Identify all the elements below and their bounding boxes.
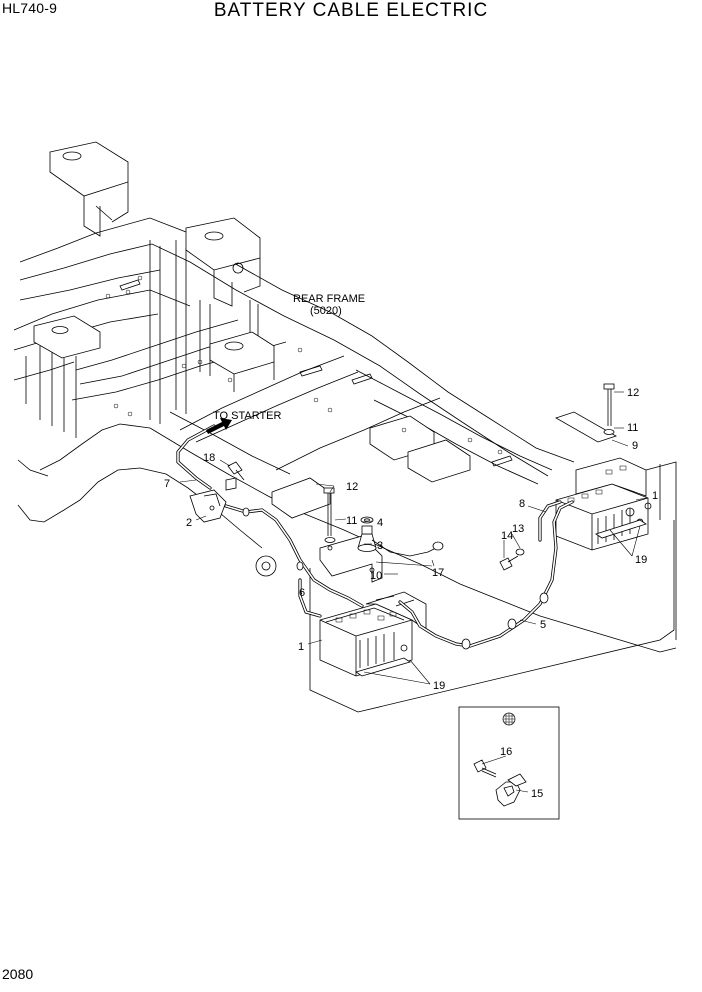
bracket-2 bbox=[189, 477, 237, 523]
callout-14: 14 bbox=[501, 530, 513, 542]
to-starter-label: TO STARTER bbox=[213, 410, 282, 422]
callout-3: 3 bbox=[377, 540, 383, 552]
callout-1-left: 1 bbox=[298, 641, 304, 653]
callout-16: 16 bbox=[500, 746, 512, 758]
callout-9: 9 bbox=[632, 440, 638, 452]
page-title: BATTERY CABLE ELECTRIC bbox=[213, 0, 489, 21]
to-starter-arrow bbox=[206, 418, 232, 434]
detail-inset bbox=[458, 706, 560, 820]
callout-8: 8 bbox=[519, 498, 525, 510]
callout-6: 6 bbox=[299, 587, 305, 599]
rear-frame bbox=[13, 141, 677, 713]
callout-11-right: 11 bbox=[627, 422, 638, 434]
rear-frame-ref-label: (5020) bbox=[310, 305, 342, 317]
diagram-labels: REAR FRAME (5020) TO STARTER 1 1 2 3 4 5… bbox=[164, 293, 658, 800]
callout-13: 13 bbox=[512, 523, 524, 535]
callout-15: 15 bbox=[531, 788, 543, 800]
callout-4: 4 bbox=[377, 517, 383, 529]
callout-19-left: 19 bbox=[433, 680, 445, 692]
leader-lines bbox=[179, 391, 647, 793]
callout-5: 5 bbox=[540, 619, 546, 631]
callout-12-left: 12 bbox=[346, 481, 358, 493]
hold-down-bracket-right bbox=[555, 383, 617, 443]
battery-right bbox=[555, 457, 677, 640]
page-number: 2080 bbox=[2, 966, 34, 982]
callout-19-right: 19 bbox=[635, 554, 647, 566]
callout-12-right: 12 bbox=[627, 387, 639, 399]
battery-cables bbox=[176, 424, 574, 650]
rear-frame-label: REAR FRAME bbox=[293, 293, 365, 305]
model-number: HL740-9 bbox=[2, 0, 58, 16]
callout-2: 2 bbox=[186, 517, 192, 529]
callout-7: 7 bbox=[164, 478, 170, 490]
callout-10: 10 bbox=[370, 570, 382, 582]
callout-18: 18 bbox=[203, 452, 215, 464]
callout-11-left: 11 bbox=[346, 515, 357, 527]
battery-switch-assembly bbox=[319, 487, 444, 583]
battery-left bbox=[319, 591, 427, 677]
callout-17: 17 bbox=[432, 567, 444, 579]
callout-1-right: 1 bbox=[652, 490, 658, 502]
small-hardware bbox=[227, 461, 525, 571]
